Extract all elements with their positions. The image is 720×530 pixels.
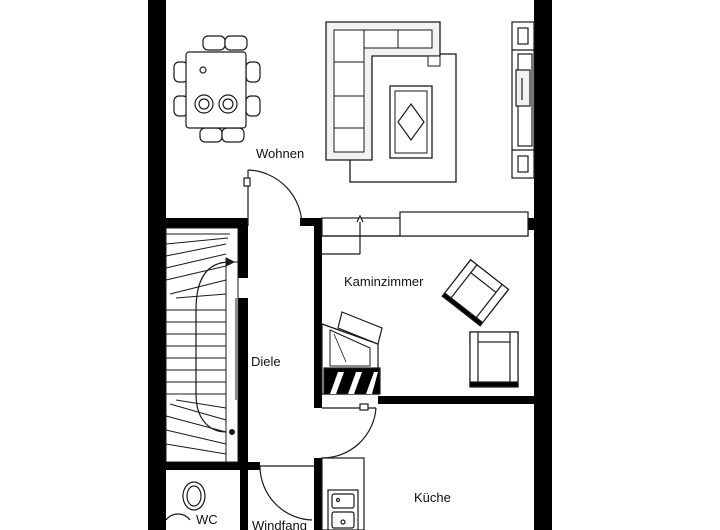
wc-fixtures — [165, 481, 206, 521]
kamin-shelf — [321, 211, 529, 255]
room-label-kueche: Küche — [414, 490, 451, 505]
chair — [245, 95, 261, 117]
wall-diele-left — [238, 218, 248, 278]
room-label-diele: Diele — [251, 354, 281, 369]
chair — [245, 61, 261, 83]
room-label-wohnen: Wohnen — [256, 146, 304, 161]
wall-wohnen-kamin — [300, 218, 322, 226]
walls — [148, 0, 552, 530]
staircase — [165, 227, 239, 463]
wall-kamin-kueche — [378, 396, 536, 404]
wall-diele-right — [314, 226, 322, 408]
chair — [224, 35, 248, 51]
room-label-wc: WC — [196, 512, 218, 527]
wall-right-outer — [534, 0, 552, 530]
fireplace — [321, 311, 383, 395]
dining-table — [185, 51, 247, 129]
room-label-kaminzimmer: Kaminzimmer — [344, 274, 424, 289]
chair — [221, 127, 245, 143]
armchair-group — [441, 259, 519, 388]
wall-left-outer — [148, 0, 166, 530]
wall-diele-left-lower — [238, 298, 248, 463]
wall-wohnen-stairs — [166, 218, 248, 228]
wall-kamin-right — [528, 218, 536, 230]
plate — [222, 98, 234, 110]
wall-wc-right — [240, 462, 248, 530]
door-wohnen-diele — [243, 169, 303, 227]
chair — [199, 127, 223, 143]
tv-cabinet — [511, 21, 535, 179]
room-label-windfang: Windfang — [252, 518, 307, 530]
plate — [198, 98, 210, 110]
door-diele-kueche — [321, 403, 377, 459]
sofa-group — [325, 21, 457, 183]
wall-wc-top — [166, 462, 238, 470]
candle — [199, 66, 207, 74]
wall-kueche-left — [314, 458, 322, 530]
kitchen-counter — [321, 457, 365, 530]
door-windfang — [259, 465, 314, 521]
dining-table-group — [173, 35, 261, 143]
wall-kamin-kueche-left — [314, 400, 322, 408]
chair — [202, 35, 226, 51]
